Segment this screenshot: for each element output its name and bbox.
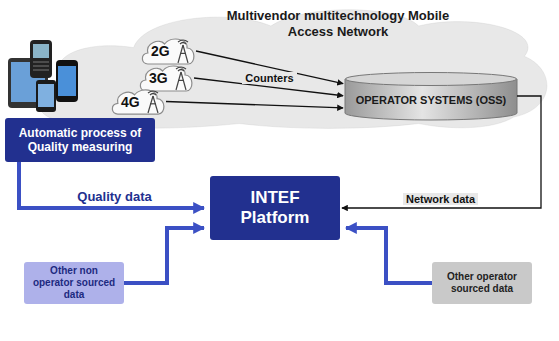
smartphone-device bbox=[56, 60, 78, 102]
edge-label: Quality data bbox=[74, 189, 154, 204]
data-flow-arrow bbox=[124, 228, 204, 283]
node-label: OPERATOR SYSTEMS (OSS) bbox=[356, 94, 507, 106]
node-label: INTEF Platform bbox=[216, 188, 334, 229]
node-label: Other non operator sourced data bbox=[30, 265, 118, 301]
edge-label: Network data bbox=[403, 193, 478, 205]
node-label: Other operator sourced data bbox=[438, 271, 526, 295]
smartphone-screen bbox=[38, 84, 54, 107]
antenna-symbol bbox=[174, 39, 192, 63]
data-flow-arrow bbox=[346, 228, 432, 283]
phone-device bbox=[30, 40, 52, 78]
process-box: Other non operator sourced data bbox=[24, 262, 124, 304]
node-label: Automatic process of Quality measuring bbox=[11, 126, 149, 155]
smartphone-screen bbox=[58, 66, 76, 96]
data-flow-arrow bbox=[19, 162, 204, 208]
radio-cloud: 2G bbox=[140, 36, 196, 66]
cloud-title: Multivendor multitechnology Mobile Acces… bbox=[218, 8, 458, 39]
process-box: Automatic process of Quality measuring bbox=[5, 118, 155, 162]
counter-arrow bbox=[342, 96, 541, 208]
phone-keys bbox=[33, 62, 49, 70]
node-label: 3G bbox=[149, 70, 168, 86]
radio-cloud: 4G bbox=[110, 87, 166, 116]
node-label: 2G bbox=[151, 43, 170, 59]
network-cloud: Multivendor multitechnology Mobile Acces… bbox=[28, 0, 556, 130]
smartphone-device bbox=[36, 80, 56, 112]
node-label: 4G bbox=[121, 94, 140, 110]
process-box: Other operator sourced data bbox=[432, 262, 532, 304]
database-cylinder: OPERATOR SYSTEMS (OSS) bbox=[345, 72, 517, 120]
radio-cloud: 3G bbox=[138, 63, 194, 93]
antenna-symbol bbox=[172, 66, 190, 90]
counter-arrow bbox=[166, 102, 343, 108]
process-box: INTEF Platform bbox=[210, 176, 340, 240]
phone-screen bbox=[33, 44, 49, 58]
counter-arrow bbox=[196, 51, 343, 84]
antenna-symbol bbox=[144, 90, 162, 113]
edge-label: Counters bbox=[242, 72, 296, 84]
